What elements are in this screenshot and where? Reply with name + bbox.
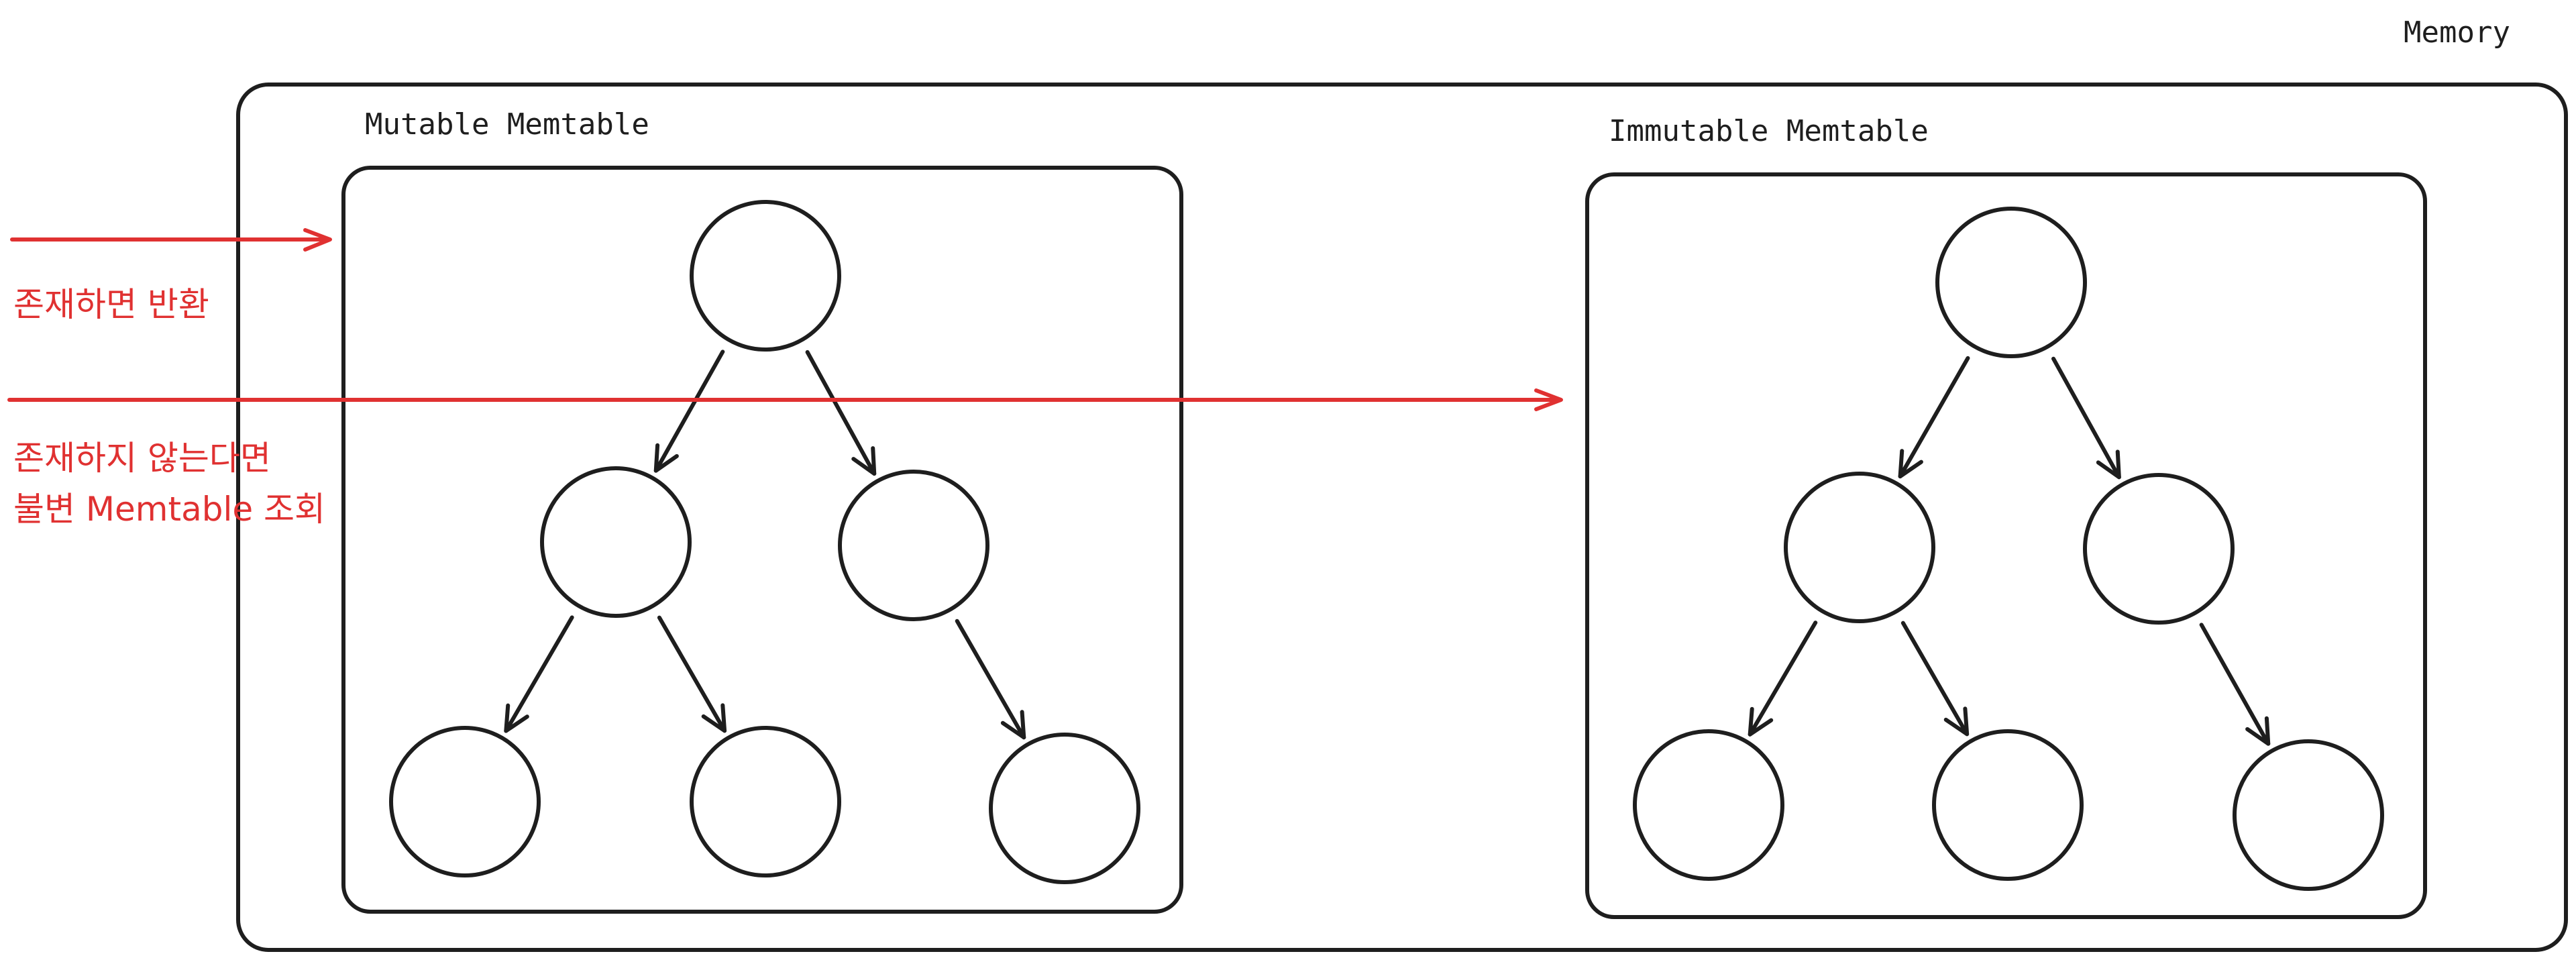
tree-edge-arrow	[805, 350, 877, 476]
not-found-annotation-line2: 불변 Memtable 조회	[13, 490, 325, 529]
tree-node	[989, 733, 1140, 884]
tree-node	[1784, 472, 1935, 623]
tree-edge-arrow	[657, 615, 727, 733]
tree-node	[838, 470, 989, 621]
tree-edge-arrow	[1748, 621, 1818, 737]
mutable-memtable-box	[341, 166, 1183, 914]
tree-edge-arrow	[504, 615, 574, 733]
immutable-memtable-label: Immutable Memtable	[1609, 114, 1929, 148]
lookup-mutable-arrow	[10, 228, 332, 252]
mutable-tree	[389, 200, 1140, 884]
tree-edge-arrow	[955, 619, 1026, 740]
tree-node	[389, 726, 541, 877]
not-found-annotation-line1: 존재하지 않는다면	[13, 439, 271, 478]
tree-node	[690, 726, 841, 877]
tree-node	[1633, 729, 1784, 881]
immutable-memtable-box	[1585, 172, 2427, 919]
mutable-memtable-label: Mutable Memtable	[365, 107, 649, 142]
tree-edge-arrow	[653, 350, 725, 473]
tree-edge-arrow	[2051, 356, 2121, 480]
immutable-tree	[1633, 207, 2384, 891]
memory-label: Memory	[2404, 15, 2510, 50]
tree-node	[540, 466, 692, 618]
tree-node	[690, 200, 841, 352]
tree-edge-arrow	[2199, 623, 2271, 746]
found-return-annotation: 존재하면 반환	[13, 285, 209, 324]
tree-edge-arrow	[1900, 621, 1970, 737]
lookup-immutable-arrow	[7, 388, 1563, 411]
tree-node	[2083, 473, 2235, 625]
memory-box	[236, 83, 2568, 952]
tree-node	[1935, 207, 2087, 358]
tree-node	[2233, 739, 2384, 891]
tree-node	[1932, 729, 2084, 881]
tree-edge-arrow	[1898, 356, 1970, 479]
